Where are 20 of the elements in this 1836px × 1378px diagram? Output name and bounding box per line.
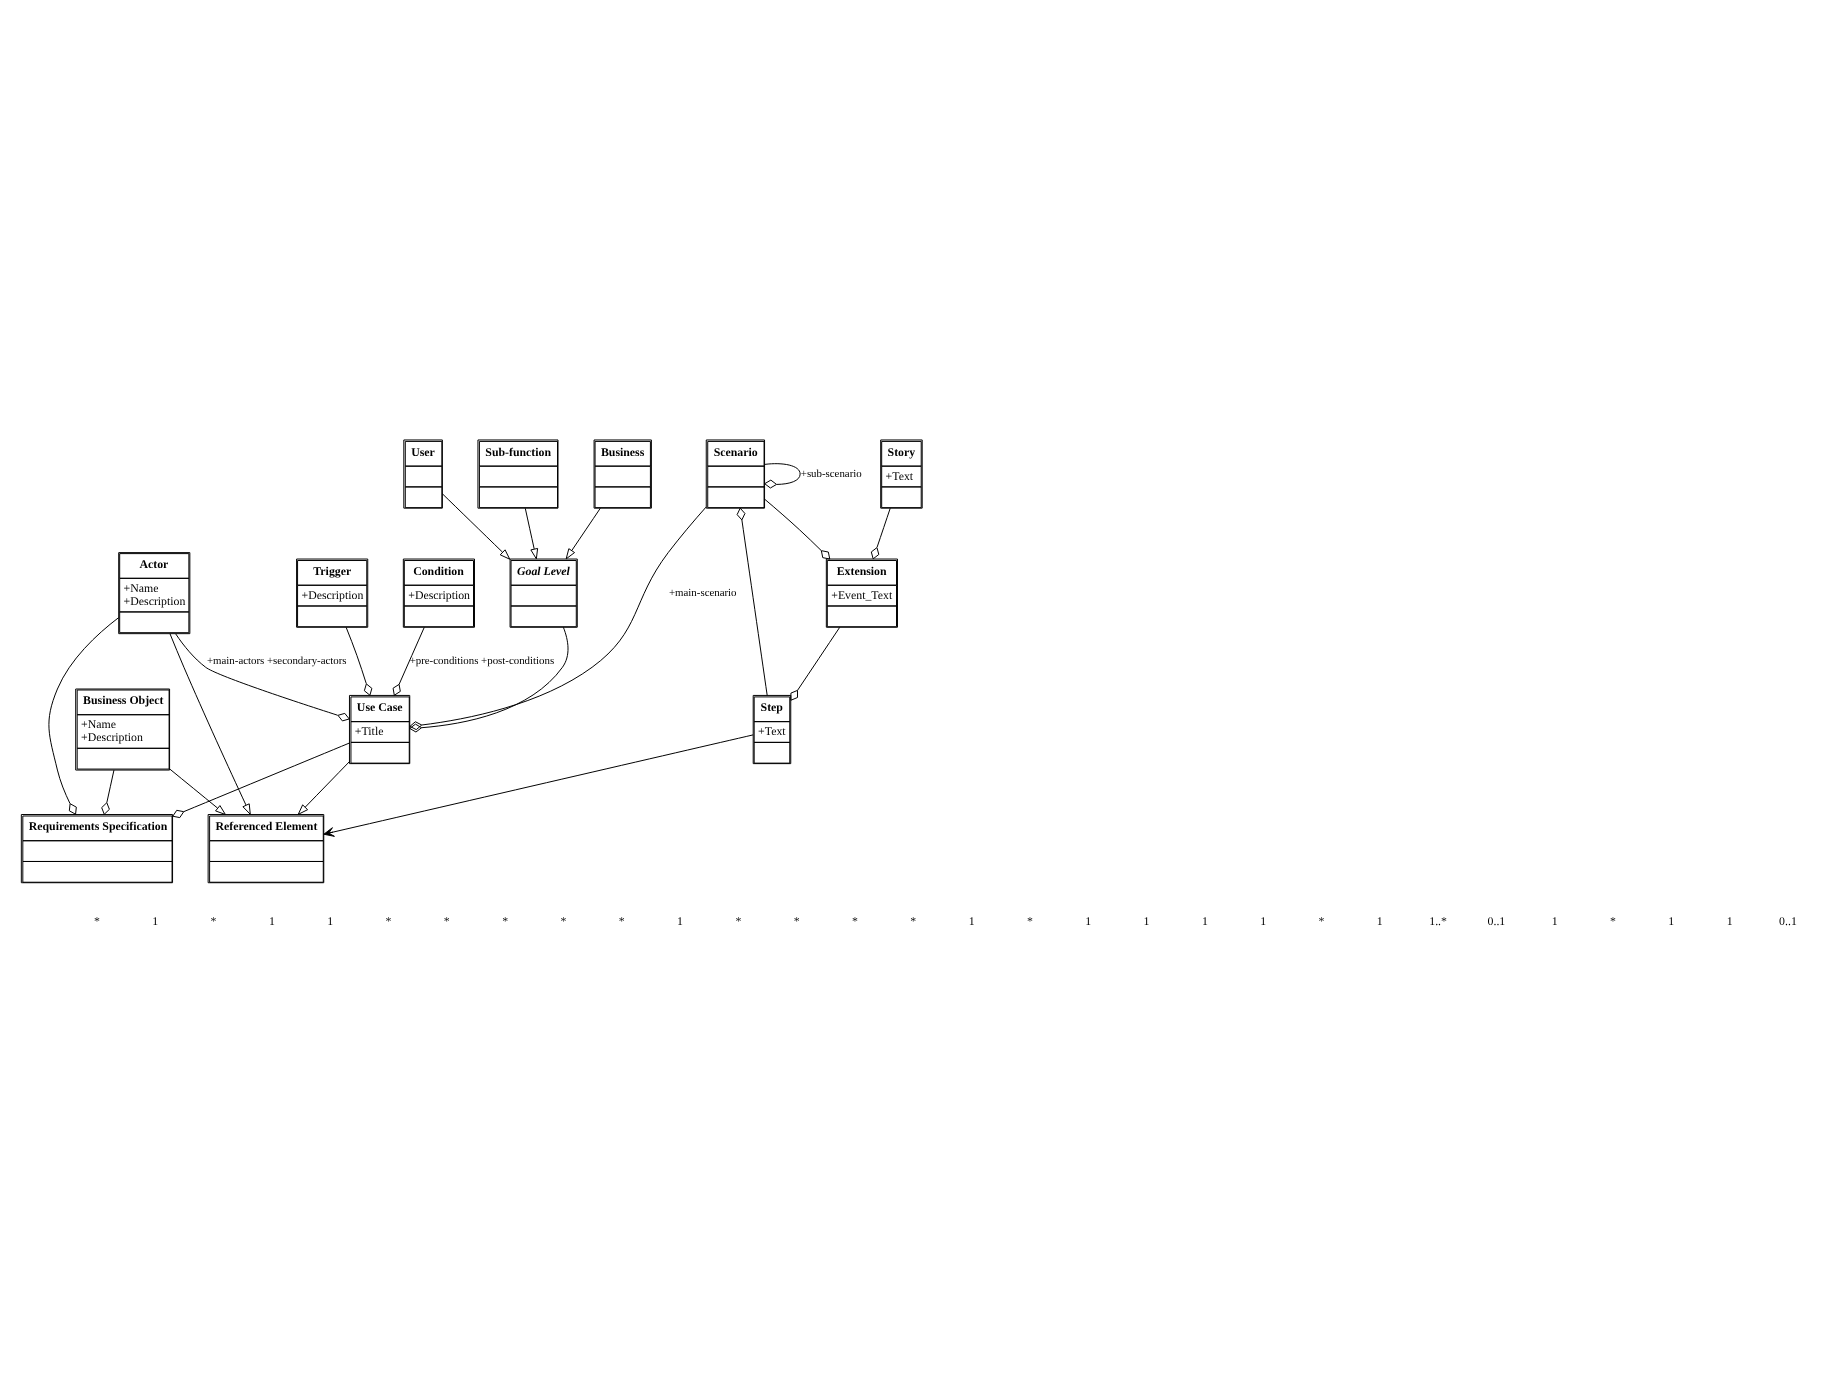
connector (870, 506, 891, 559)
connector (172, 741, 350, 818)
arrow (169, 632, 251, 814)
arrow (441, 492, 511, 559)
connector (764, 497, 831, 559)
connector (48, 616, 120, 814)
connector (345, 625, 373, 695)
connector (409, 625, 569, 732)
connector (175, 632, 350, 721)
connector (764, 462, 801, 488)
connector (790, 625, 841, 700)
arrow (297, 760, 350, 814)
connector (101, 768, 115, 814)
arrow (565, 506, 601, 559)
arrow (524, 506, 539, 559)
arrow (169, 767, 226, 814)
connector (392, 625, 425, 695)
connector (736, 506, 768, 695)
connector (409, 505, 707, 730)
arrow (323, 733, 754, 836)
